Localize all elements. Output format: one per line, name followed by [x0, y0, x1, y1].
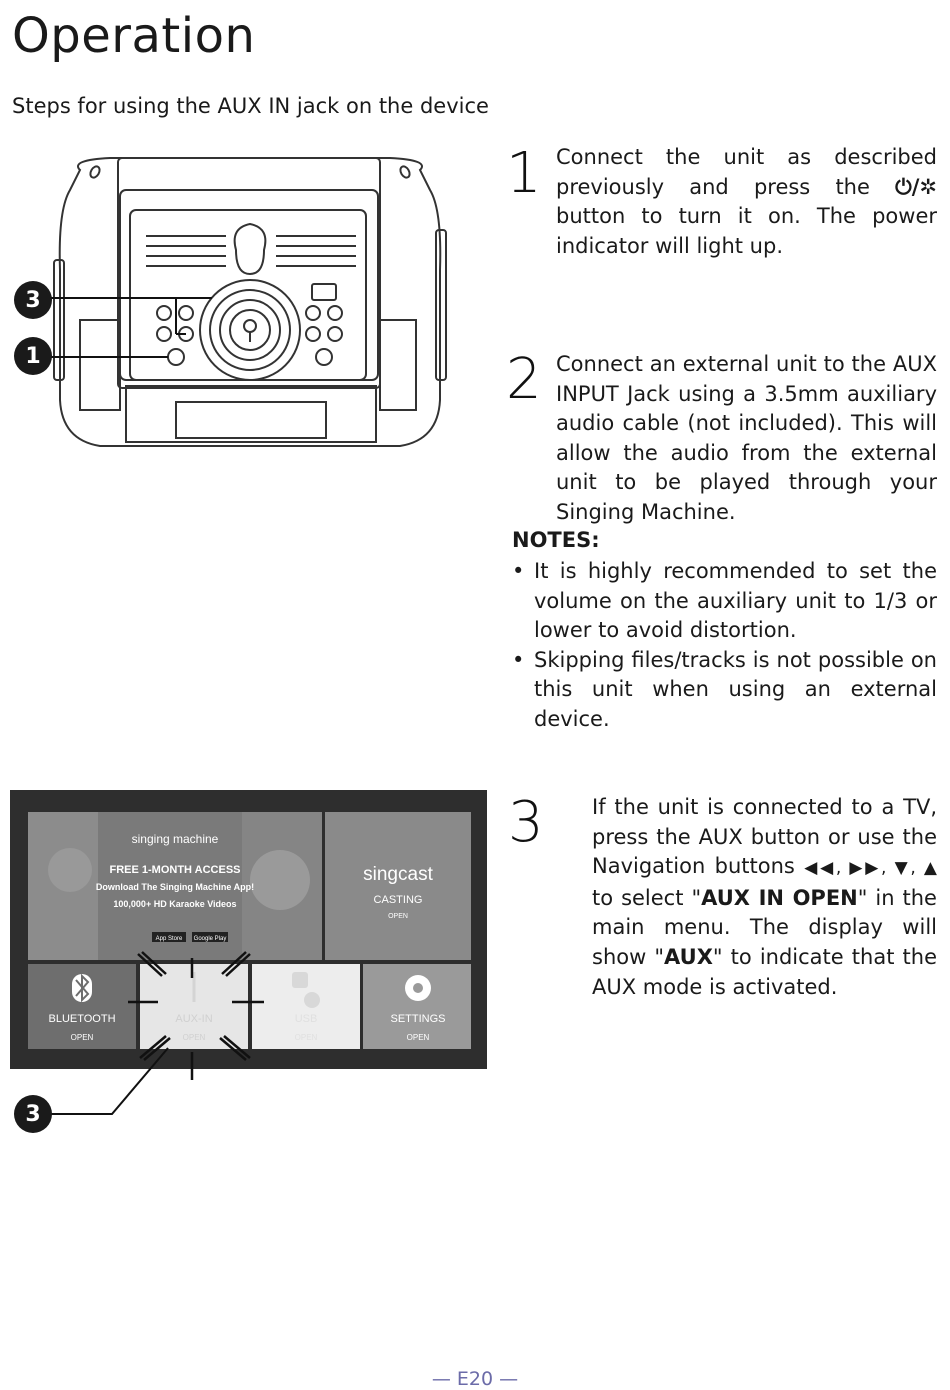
page-title: Operation: [12, 8, 256, 64]
step-1-text-part: Connect the unit as described previously…: [556, 145, 937, 199]
page-subtitle: Steps for using the AUX IN jack on the d…: [12, 94, 489, 118]
note-item-text: It is highly recommended to set the volu…: [534, 559, 937, 643]
step-3-text-part: If the unit is connected to a TV, press …: [592, 795, 937, 879]
step-3-text-part: " to indicate that the AUX mode is activ…: [592, 944, 937, 999]
casting-tile: [325, 812, 471, 960]
settings-gear-icon: [405, 975, 431, 1001]
usb-label: USB: [295, 1013, 318, 1025]
step-3-text-part: " in the main menu. The display will sho…: [592, 885, 937, 969]
power-light-button-icon: ⏻/✲: [895, 174, 937, 199]
note-item: •It is highly recommended to set the vol…: [512, 559, 937, 643]
banner-brand: singing machine: [132, 832, 219, 846]
step-1-text: Connect the unit as described previously…: [556, 143, 937, 261]
callout-3-bottom: 3: [14, 1095, 52, 1133]
page-number: — E20 —: [431, 1368, 519, 1390]
step-3-text: If the unit is connected to a TV, press …: [592, 793, 937, 1002]
settings-label: SETTINGS: [390, 1013, 445, 1025]
casting-label: CASTING: [374, 894, 423, 906]
step-3-text-part: to select ": [592, 885, 702, 910]
notes-list: •It is highly recommended to set the vol…: [512, 557, 937, 735]
aux-emphasis: AUX: [664, 944, 713, 969]
banner-line-1: FREE 1-MONTH ACCESS: [110, 864, 241, 876]
navigation-arrows-icon: ◀◀, ▶▶, ▼, ▲: [804, 858, 937, 879]
device-rear-illustration: [50, 157, 447, 447]
callout-leader-line: [40, 1047, 169, 1115]
bluetooth-open: OPEN: [71, 1033, 94, 1042]
step-3-number: 3: [508, 790, 544, 855]
google-play-badge: Google Play: [194, 936, 227, 942]
usb-open: OPEN: [295, 1033, 318, 1042]
banner-line-2: Download The Singing Machine App!: [96, 882, 254, 892]
usb-icon: [292, 972, 320, 1008]
banner-line-3: 100,000+ HD Karaoke Videos: [113, 899, 236, 909]
step-2-number: 2: [506, 347, 542, 412]
note-item: •Skipping files/tracks is not possible o…: [512, 647, 937, 731]
app-store-badge: App Store: [156, 936, 183, 942]
aux-in-open-emphasis: AUX IN OPEN: [701, 885, 858, 910]
tv-menu-illustration: singing machine FREE 1-MONTH ACCESS Down…: [10, 790, 487, 1080]
step-1-text-part: button to turn it on. The power indicato…: [556, 204, 937, 258]
note-item-text: Skipping files/tracks is not possible on…: [534, 647, 937, 731]
settings-open: OPEN: [407, 1033, 430, 1042]
notes-heading: NOTES:: [512, 528, 600, 552]
highlight-rays: [128, 951, 264, 1080]
bluetooth-label: BLUETOOTH: [48, 1013, 115, 1025]
aux-in-label: AUX-IN: [175, 1013, 212, 1025]
aux-in-open: OPEN: [183, 1033, 206, 1042]
singcast-logo: singcast: [363, 864, 433, 885]
casting-open: OPEN: [388, 913, 408, 920]
step-1-number: 1: [506, 141, 542, 206]
callout-1-top: 1: [14, 337, 52, 375]
step-2-text: Connect an external unit to the AUX INPU…: [556, 352, 937, 524]
callout-3-top: 3: [14, 281, 52, 319]
